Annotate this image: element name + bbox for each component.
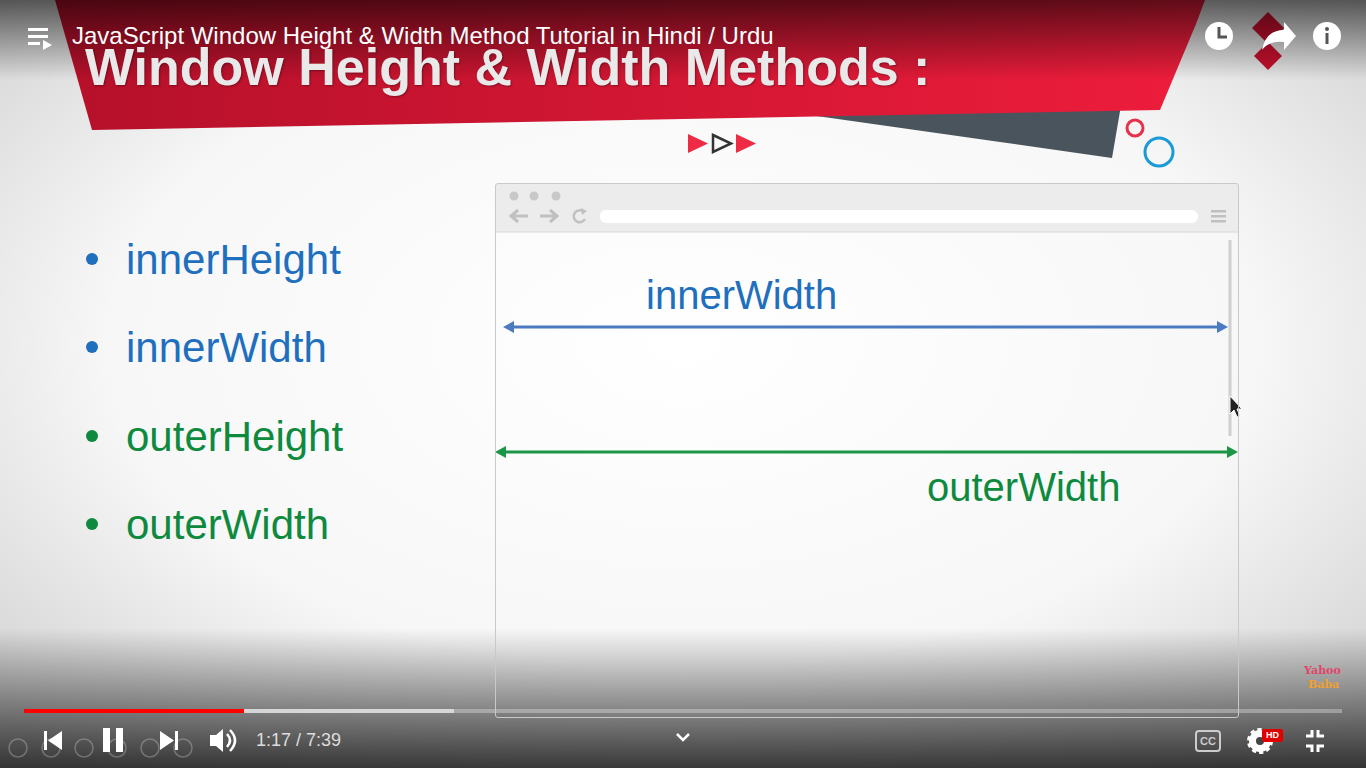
- dimension-label: outerWidth: [927, 464, 1120, 510]
- player-controls: [44, 728, 235, 752]
- deco-circle: [1145, 138, 1173, 166]
- bullet-dots: [86, 253, 98, 530]
- cc-label: CC: [1198, 735, 1218, 747]
- time-display: 1:17 / 7:39: [256, 729, 341, 751]
- video-title: JavaScript Window Height & Width Method …: [72, 21, 774, 51]
- method-item: outerWidth: [126, 500, 329, 550]
- watch-later-icon: [1205, 22, 1233, 50]
- mouse-cursor: [1230, 396, 1242, 417]
- info-icon: [1313, 22, 1341, 50]
- chevron-icon: [677, 734, 689, 740]
- method-item: innerHeight: [126, 235, 341, 285]
- method-item: outerHeight: [126, 412, 343, 462]
- menu-icon: [28, 28, 52, 50]
- method-item: innerWidth: [126, 323, 327, 373]
- browser-window: innerWidth outerWidth: [495, 183, 1239, 718]
- player-bottom-shade: [0, 628, 1366, 768]
- outer-width-arrow: [495, 446, 1238, 458]
- progress-bar: [24, 709, 1342, 713]
- share-icon: [1262, 22, 1296, 50]
- deco-circle: [1127, 120, 1143, 136]
- hd-badge: HD: [1262, 730, 1283, 741]
- inner-width-arrow: [503, 321, 1228, 333]
- exit-fullscreen-icon: [1306, 730, 1324, 752]
- dimension-label: innerWidth: [646, 272, 837, 318]
- logo-text: Baba: [1308, 678, 1339, 691]
- settings-gear: [1249, 729, 1283, 752]
- browser-chrome: [496, 184, 1238, 436]
- logo-text: Yahoo: [1304, 664, 1341, 677]
- cc-box: [1196, 731, 1220, 751]
- play-arrows: [688, 134, 756, 153]
